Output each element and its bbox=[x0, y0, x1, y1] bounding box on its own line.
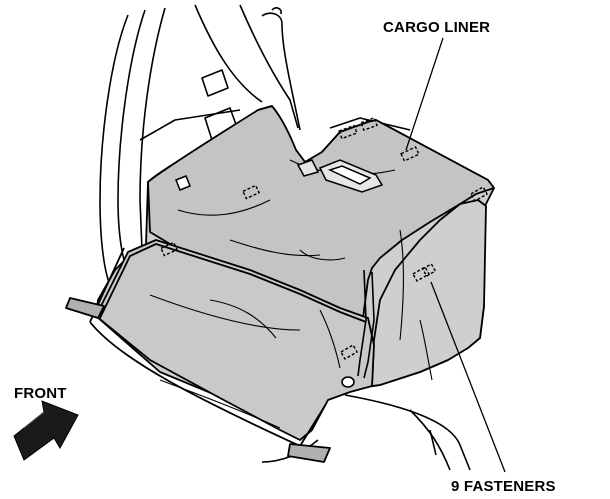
fastener-5 bbox=[160, 241, 178, 257]
fastener-8 bbox=[421, 263, 437, 277]
front-label: FRONT bbox=[14, 385, 67, 402]
liner-cutouts bbox=[175, 159, 384, 193]
fasteners-leader bbox=[430, 281, 506, 473]
fasteners-label: 9 FASTENERS bbox=[451, 478, 556, 495]
front-arrow-icon bbox=[13, 400, 79, 461]
leader-lines bbox=[405, 37, 506, 473]
hanging-strap bbox=[341, 269, 375, 388]
fastener-9 bbox=[339, 344, 359, 360]
cargo-liner-label: CARGO LINER bbox=[383, 19, 491, 36]
cargo-liner bbox=[65, 105, 495, 463]
cargo-liner-leader bbox=[405, 37, 444, 151]
fastener-7 bbox=[411, 266, 431, 282]
fastener-6 bbox=[469, 186, 489, 202]
fastener-markers bbox=[160, 116, 489, 360]
fastener-2 bbox=[360, 116, 378, 132]
fastener-4 bbox=[242, 184, 260, 200]
fastener-3 bbox=[400, 146, 420, 162]
fastener-1 bbox=[338, 124, 358, 140]
